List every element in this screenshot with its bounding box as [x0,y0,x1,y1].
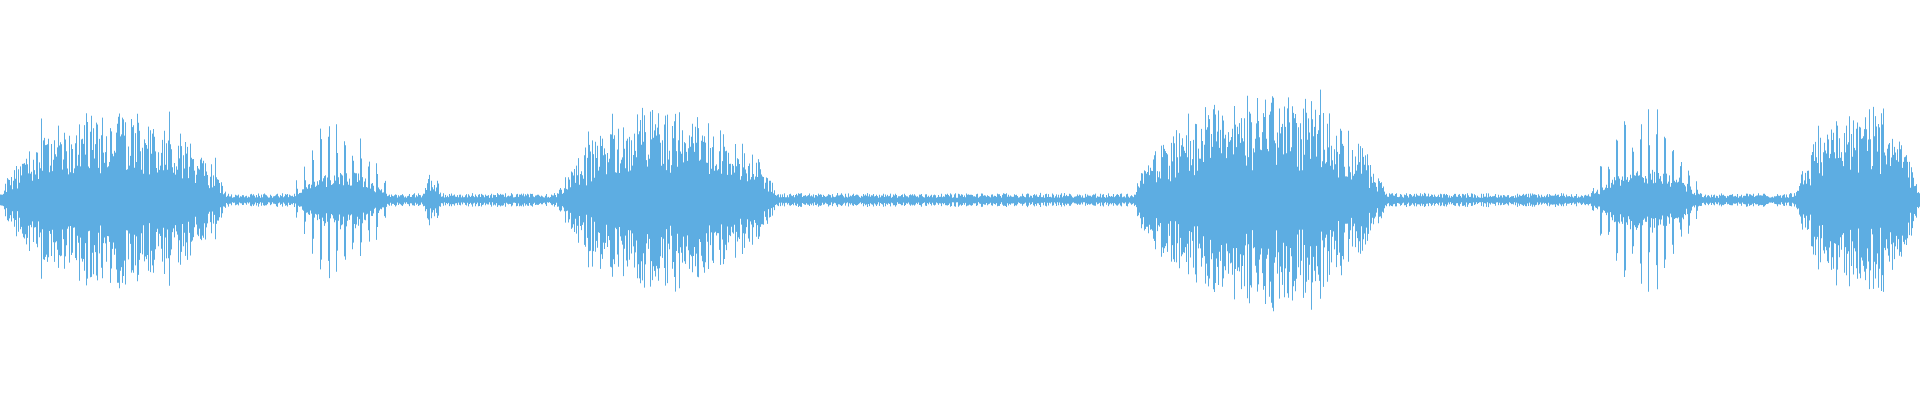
waveform-trace [0,89,1920,312]
